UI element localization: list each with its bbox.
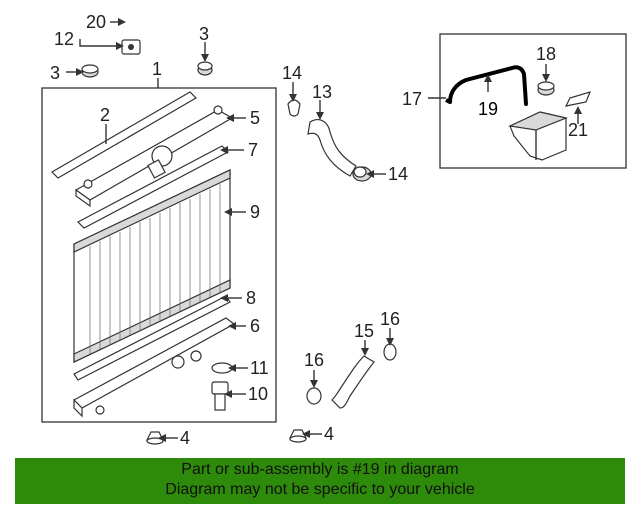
part-11-washer xyxy=(211,362,248,374)
part-18-cap xyxy=(537,64,555,96)
reservoir-tank xyxy=(507,111,569,161)
part-4-mount-left xyxy=(146,431,178,445)
part-2-seal xyxy=(51,91,197,179)
part-14-clamp-upper xyxy=(287,82,301,117)
part-14-clamp-lower xyxy=(352,166,386,182)
part-13-upper-hose xyxy=(307,100,357,177)
callout-5: 5 xyxy=(250,108,260,128)
radiator-assembly-box xyxy=(41,87,277,423)
part-4-mount-right xyxy=(289,429,322,443)
part-16-clamp-left xyxy=(306,370,322,405)
callout-13: 13 xyxy=(312,82,332,102)
callout-3-left: 3 xyxy=(50,63,60,83)
callout-18: 18 xyxy=(536,44,556,64)
callout-2: 2 xyxy=(100,105,110,125)
callout-1: 1 xyxy=(152,59,162,79)
callout-14-lower: 14 xyxy=(388,164,408,184)
part-3-grommet-left xyxy=(66,64,99,78)
part-16-clamp-right xyxy=(383,328,397,361)
callout-10: 10 xyxy=(248,384,268,404)
callout-3-top: 3 xyxy=(199,24,209,44)
callout-15: 15 xyxy=(354,321,374,341)
callout-4-right: 4 xyxy=(324,424,334,444)
callout-9: 9 xyxy=(250,202,260,222)
callout-21: 21 xyxy=(568,120,588,140)
callout-19: 19 xyxy=(478,99,498,119)
part-15-lower-hose xyxy=(331,340,375,409)
callout-11: 11 xyxy=(250,358,269,378)
info-banner: Part or sub-assembly is #19 in diagram D… xyxy=(15,458,625,504)
callout-7: 7 xyxy=(248,140,258,160)
callout-16-right: 16 xyxy=(380,309,400,329)
banner-line-2: Diagram may not be specific to your vehi… xyxy=(165,481,475,498)
part-21-bracket xyxy=(564,91,592,124)
banner-line-1: Part or sub-assembly is #19 in diagram xyxy=(181,461,459,478)
callout-20: 20 xyxy=(86,12,106,32)
part-12-20-bracket xyxy=(79,18,141,55)
callout-8: 8 xyxy=(246,288,256,308)
callout-14-upper: 14 xyxy=(282,63,302,83)
callout-12: 12 xyxy=(54,29,74,49)
part-3-grommet-top xyxy=(197,42,213,76)
callout-17: 17 xyxy=(402,89,422,109)
part-10-drain-plug xyxy=(211,381,246,411)
callout-16-left: 16 xyxy=(304,350,324,370)
part-7-seal xyxy=(77,145,244,229)
part-5-upper-tank xyxy=(74,105,246,208)
part-19-overflow-hose xyxy=(445,65,528,106)
part-9-radiator-core xyxy=(73,169,246,363)
reservoir-inset-box xyxy=(439,33,627,169)
part-6-lower-tank xyxy=(73,317,246,418)
part-8-seal xyxy=(73,294,242,381)
callout-4-left: 4 xyxy=(180,428,190,448)
callout-6: 6 xyxy=(250,316,260,336)
